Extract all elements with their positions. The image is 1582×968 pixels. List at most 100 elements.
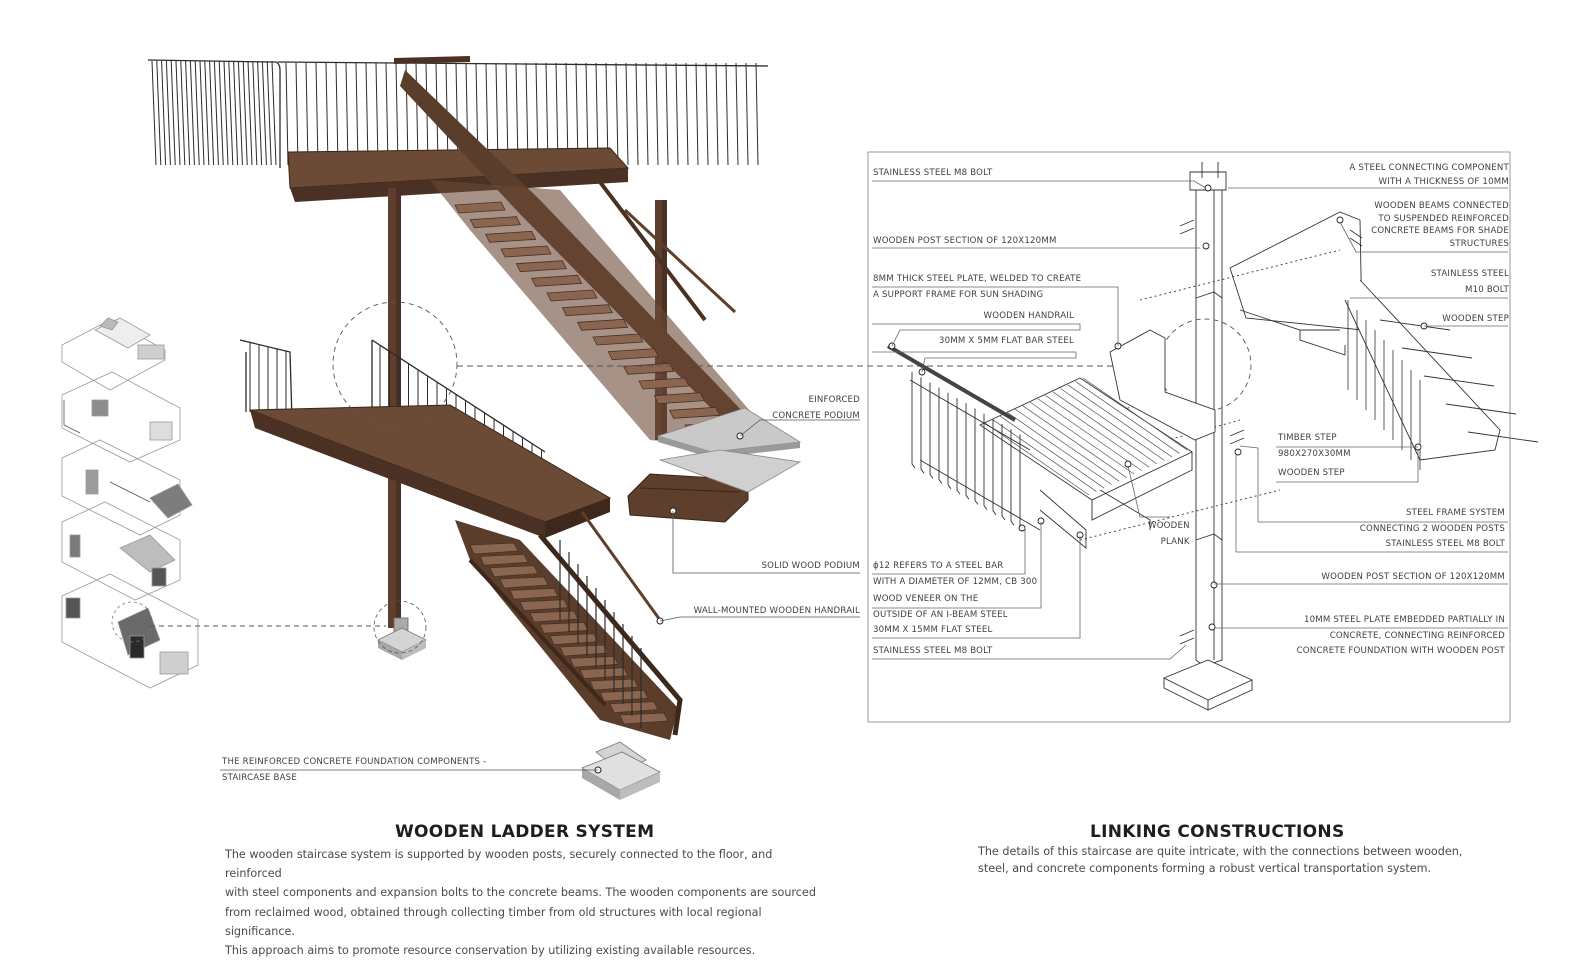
detail-frame <box>867 151 1511 723</box>
label-line: 980X270X30MM <box>1278 448 1351 459</box>
label-veneer: WOOD VENEER ON THE OUTSIDE OF AN I-BEAM … <box>873 595 1008 619</box>
top-bars-piece <box>705 62 709 166</box>
foundation-right <box>581 741 661 800</box>
lower-treads-piece <box>609 701 659 714</box>
label-line: EINFORCED <box>808 395 860 405</box>
body-line: with steel components and expansion bolt… <box>225 886 816 900</box>
label-timber-step: TIMBER STEP 980X270X30MM <box>1278 434 1351 458</box>
lower-treads-piece <box>569 655 619 668</box>
middle-landing <box>249 404 612 523</box>
top-bars-piece <box>565 62 569 166</box>
top-bars-piece <box>252 60 258 166</box>
top-bars-piece <box>194 60 200 166</box>
top-bars-piece <box>209 60 215 166</box>
det-bars-piece <box>956 398 961 495</box>
top-bars-piece <box>213 60 219 166</box>
top-bars-piece <box>545 62 549 166</box>
upper-treads-piece <box>515 260 567 273</box>
top-railing <box>147 59 769 168</box>
label-concrete-podium: EINFORCED CONCRETE PODIUM <box>740 396 860 420</box>
top-bars-piece <box>735 62 739 166</box>
top-bars-piece <box>295 62 299 166</box>
section-body-ladder: The wooden staircase system is supported… <box>225 845 825 960</box>
label-post-section-left: WOODEN POST SECTION OF 120X120MM <box>873 236 1057 246</box>
concrete-podium-2 <box>658 449 802 493</box>
solid-wood-podium <box>627 473 749 523</box>
upper-treads-piece <box>638 377 690 390</box>
top-bars-piece <box>395 62 399 166</box>
deck-planks-piece <box>1007 412 1112 485</box>
upper-treads-piece <box>592 333 644 346</box>
label-line: STEEL FRAME SYSTEM <box>1406 508 1505 518</box>
top-bars-piece <box>525 62 529 166</box>
lower-treads-piece <box>499 576 549 589</box>
det-bars-piece <box>911 372 916 469</box>
deck-planks-piece <box>1067 384 1173 458</box>
lower-treads-piece <box>469 542 519 555</box>
mini-steps-piece <box>1379 319 1451 331</box>
upper-treads-piece <box>469 216 521 229</box>
label-flat-steel: 30MM X 15MM FLAT STEEL <box>873 625 993 635</box>
top-bars-piece <box>223 60 229 166</box>
upper-treads-piece <box>546 289 598 302</box>
top-bars-piece <box>365 62 369 166</box>
label-line: STAIRCASE BASE <box>222 772 297 783</box>
top-bars-piece <box>151 60 157 166</box>
mini-steps-piece <box>1423 375 1495 387</box>
deck-planks-piece <box>1052 391 1158 465</box>
det-bars-piece <box>938 387 943 484</box>
det-bars-piece <box>947 392 952 490</box>
top-bars-piece <box>237 60 243 166</box>
top-bars-piece <box>495 62 499 166</box>
top-bars-piece <box>645 62 649 166</box>
deck-planks-piece <box>1045 395 1150 468</box>
lower-treads-piece <box>579 667 629 680</box>
label-line: OUTSIDE OF AN I-BEAM STEEL <box>873 609 1008 620</box>
lower-treads-piece <box>479 553 529 566</box>
top-bars-piece <box>515 62 519 166</box>
upper-treads-piece <box>669 406 721 419</box>
deck-planks-piece <box>1014 408 1120 482</box>
upper-treads-piece <box>454 201 506 214</box>
label-frame-system: STEEL FRAME SYSTEM CONNECTING 2 WOODEN P… <box>1300 509 1505 533</box>
top-bars-piece <box>415 62 419 166</box>
label-line: STRUCTURES <box>1449 238 1509 249</box>
top-bars-piece <box>175 60 181 166</box>
label-line: THE REINFORCED CONCRETE FOUNDATION COMPO… <box>222 757 487 767</box>
top-bars-piece <box>266 60 272 166</box>
det-bars-piece <box>929 382 934 479</box>
label-line: WITH A THICKNESS OF 10MM <box>1378 176 1509 187</box>
linking-detail-drawing <box>886 162 1539 711</box>
label-line: M10 BOLT <box>1464 284 1509 295</box>
body-line: This approach aims to promote resource c… <box>225 944 756 958</box>
body-line: steel, and concrete components forming a… <box>978 861 1432 875</box>
left-leaders <box>220 419 860 771</box>
section-title-linking: LINKING CONSTRUCTIONS <box>1090 822 1345 842</box>
top-bars-piece <box>355 62 359 166</box>
mini-steps-piece <box>1467 431 1539 443</box>
label-line: 10MM STEEL PLATE EMBEDDED PARTIALLY IN <box>1303 615 1505 625</box>
top-bars-piece <box>204 60 210 166</box>
top-bars-piece <box>335 62 339 166</box>
label-post-section-right: WOODEN POST SECTION OF 120X120MM <box>1321 572 1505 582</box>
top-bars-piece <box>257 60 263 166</box>
label-wall-handrail: WALL-MOUNTED WOODEN HANDRAIL <box>693 606 860 616</box>
deck-planks-piece <box>999 415 1105 489</box>
label-line: WOODEN <box>1148 521 1190 531</box>
thumb-5 <box>61 573 199 689</box>
upper-treads-piece <box>561 304 613 317</box>
label-line: TIMBER STEP <box>1278 433 1337 443</box>
det-bars-piece <box>1010 429 1015 526</box>
thumb-3 <box>61 439 193 536</box>
deck-planks-piece <box>1037 398 1142 472</box>
deck-planks-piece <box>1075 381 1180 454</box>
top-bars-piece <box>505 62 509 166</box>
top-bars-piece <box>725 62 729 166</box>
label-line: CONCRETE PODIUM <box>772 410 860 421</box>
top-bars-piece <box>625 62 629 166</box>
top-bars-piece <box>233 60 239 166</box>
top-bars-piece <box>665 62 669 166</box>
lower-treads-piece <box>549 633 599 646</box>
